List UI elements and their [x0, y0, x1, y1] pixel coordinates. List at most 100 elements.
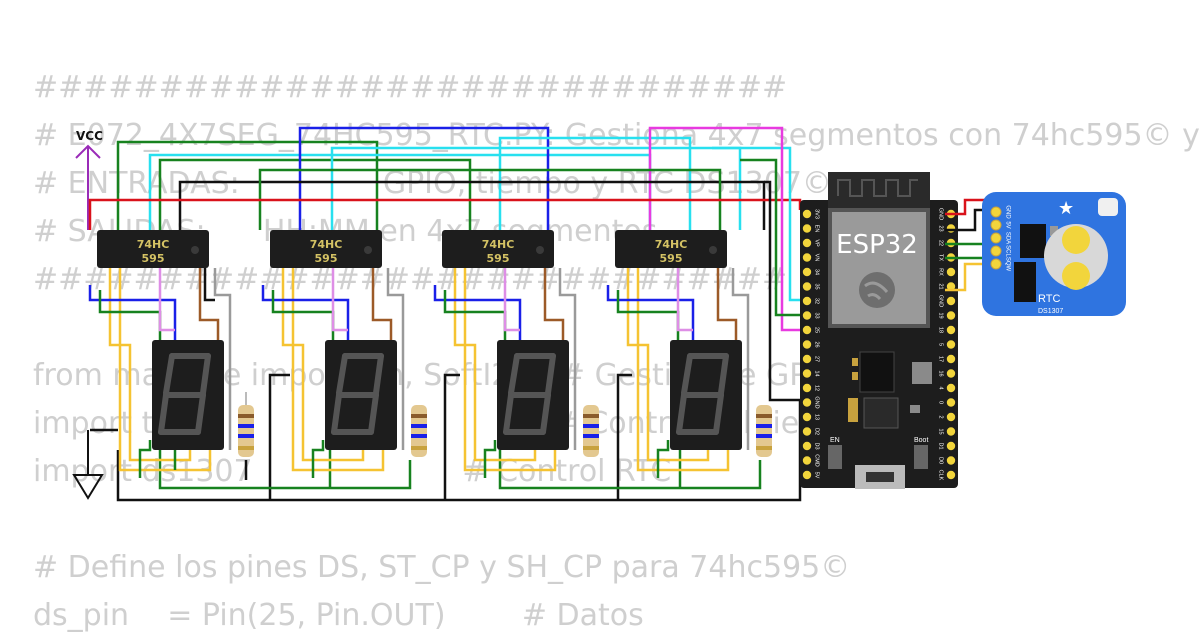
esp32-pin-vn[interactable]	[802, 253, 812, 262]
esp32-pin-label: EN	[814, 225, 820, 233]
esp32-pin-en[interactable]	[802, 224, 812, 233]
esp32-pin-label: TX	[938, 254, 944, 261]
esp32-pin-label: 4	[938, 386, 944, 389]
esp32-pin-5v[interactable]	[802, 470, 812, 480]
esp32-pin-18[interactable]	[946, 325, 956, 335]
esp32-pin-12[interactable]	[802, 383, 812, 393]
esp32-pin-clk[interactable]	[946, 470, 956, 480]
esp32-pin-23[interactable]	[946, 224, 956, 233]
esp32-pin-27[interactable]	[802, 354, 812, 364]
esp32-pin-label: 27	[814, 356, 820, 362]
esp32-pin-15[interactable]	[946, 427, 956, 436]
esp32-pin-3v3[interactable]	[802, 209, 812, 219]
esp32-pin-16[interactable]	[946, 369, 956, 378]
vcc-arrow-icon	[75, 144, 101, 230]
rtc-pin-scl[interactable]	[990, 245, 1002, 257]
esp32-pin-2[interactable]	[946, 412, 956, 422]
esp32-pin-13[interactable]	[802, 412, 812, 422]
rtc-pin-sqw[interactable]	[990, 258, 1002, 270]
esp32-board[interactable]: ESP32 EN Boot 3V3ENVPVN34353233252627141…	[800, 172, 958, 489]
esp32-pin-label: VN	[814, 254, 820, 262]
esp32-pin-4[interactable]	[946, 383, 956, 393]
esp32-pin-label: 33	[814, 312, 820, 318]
adafruit-star-icon: ★	[1058, 198, 1074, 218]
esp32-pin-label: 16	[938, 370, 944, 376]
esp32-pin-34[interactable]	[802, 267, 812, 277]
esp32-pin-19[interactable]	[946, 311, 956, 320]
display-module-2: 74HC 595	[261, 230, 427, 478]
svg-text:74HC: 74HC	[482, 238, 515, 251]
bus-wires	[88, 126, 808, 402]
esp32-pin-label: 14	[814, 370, 820, 376]
rtc-pin-gnd[interactable]	[990, 206, 1002, 218]
esp32-pin-label: 15	[938, 428, 944, 434]
code-line-12: ds_pin = Pin(25, Pin.OUT) # Datos	[33, 598, 644, 633]
esp32-pin-label: 12	[814, 385, 820, 391]
esp32-pin-label: VP	[814, 239, 820, 247]
esp32-pin-d3[interactable]	[802, 441, 812, 451]
esp32-pin-26[interactable]	[802, 340, 812, 349]
esp32-pin-gnd[interactable]	[802, 398, 812, 407]
esp32-pin-17[interactable]	[946, 354, 956, 364]
esp32-pin-cmd[interactable]	[802, 456, 812, 465]
esp32-pin-5[interactable]	[946, 340, 956, 349]
esp32-pin-label: 34	[814, 269, 820, 275]
esp32-pin-label: 35	[814, 283, 820, 289]
esp32-pin-label: 0	[938, 401, 944, 404]
display-module-3: 74HC 595	[433, 230, 599, 478]
rtc-pin-label: 5V	[1004, 221, 1010, 228]
esp32-pin-33[interactable]	[802, 311, 812, 320]
rtc-pin-label: SDA	[1004, 232, 1010, 244]
esp32-pin-gnd[interactable]	[946, 296, 956, 306]
vcc-label: VCC	[76, 129, 103, 143]
rtc-pin-sda[interactable]	[990, 232, 1002, 244]
antenna-trace	[837, 179, 918, 197]
code-line-1: ##############################	[33, 70, 788, 105]
svg-text:595: 595	[487, 252, 510, 265]
rtc-label: RTC	[1038, 293, 1060, 305]
espressif-logo-icon	[859, 272, 895, 308]
rtc-pin-label: SCL	[1004, 245, 1010, 257]
svg-text:595: 595	[315, 252, 338, 265]
esp32-pin-label: 18	[938, 327, 944, 333]
esp32-pin-32[interactable]	[802, 296, 812, 306]
esp32-pin-14[interactable]	[802, 369, 812, 378]
esp32-pin-label: GND	[938, 295, 944, 307]
esp32-pin-label: 5V	[814, 472, 820, 479]
esp32-pin-35[interactable]	[802, 282, 812, 291]
ground-icon	[72, 430, 104, 500]
display-module-4: 74HC 595	[606, 230, 772, 478]
esp32-pin-vp[interactable]	[802, 238, 812, 248]
svg-text:595: 595	[660, 252, 683, 265]
esp32-pin-label: D3	[814, 442, 820, 449]
esp32-pin-label: 25	[814, 327, 820, 333]
esp32-pin-0[interactable]	[946, 398, 956, 407]
svg-text:74HC: 74HC	[310, 238, 343, 251]
esp32-pin-label: D1	[938, 442, 944, 449]
esp32-pin-label: CMD	[814, 454, 820, 467]
svg-text:74HC: 74HC	[655, 238, 688, 251]
esp32-pin-21[interactable]	[946, 282, 956, 291]
esp32-pin-header-left[interactable]: 3V3ENVPVN343532332526271412GND13D2D3CMD5…	[802, 209, 820, 480]
rtc-pin-5v[interactable]	[990, 219, 1002, 231]
esp32-pin-d0[interactable]	[946, 456, 956, 465]
code-line-3: # ENTRADAS: GPIO, tiempo y RTC DS1307©	[33, 166, 832, 201]
boot-label: Boot	[914, 437, 928, 444]
board-components	[828, 351, 932, 489]
svg-text:595: 595	[142, 252, 165, 265]
esp32-pin-label: 19	[938, 312, 944, 318]
svg-text:74HC: 74HC	[137, 238, 170, 251]
esp32-pin-label: D0	[938, 457, 944, 464]
esp32-pin-rx[interactable]	[946, 267, 956, 277]
rtc-pin-label: SQW	[1004, 257, 1010, 272]
esp32-pin-25[interactable]	[802, 325, 812, 335]
esp32-pin-label: 23	[938, 225, 944, 231]
esp32-pin-d2[interactable]	[802, 427, 812, 436]
esp32-pin-label: GND	[814, 396, 820, 408]
esp32-pin-label: 21	[938, 283, 944, 289]
esp32-pin-d1[interactable]	[946, 441, 956, 451]
esp32-pin-label: 32	[814, 298, 820, 304]
esp32-pin-label: D2	[814, 428, 820, 435]
